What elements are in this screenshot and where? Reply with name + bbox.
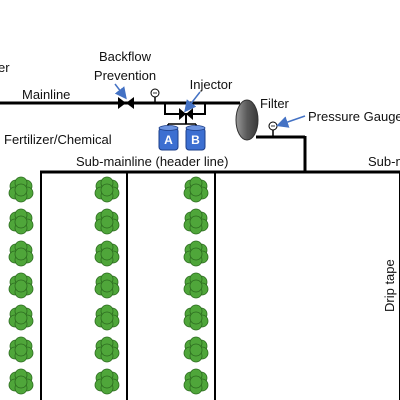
- plant-icon: [8, 176, 34, 203]
- plant-icon: [183, 208, 209, 235]
- backflow-label-line1: Backflow: [99, 49, 152, 64]
- plant-icon: [94, 336, 120, 363]
- sub-mainline-label: Sub-mainline (header line): [76, 154, 228, 169]
- pressure-gauge-icon: [268, 121, 278, 137]
- injector-label: Injector: [190, 77, 233, 92]
- plant-icon: [94, 208, 120, 235]
- plant-icon: [94, 304, 120, 331]
- plant-icon: [183, 304, 209, 331]
- plant-icon: [94, 272, 120, 299]
- injector-loop: [164, 103, 206, 128]
- drip-tape-label: Drip tape: [382, 259, 397, 312]
- pressure-gauge-arrow: [276, 115, 306, 128]
- injector-arrow: [184, 91, 201, 113]
- plant-icon: [94, 176, 120, 203]
- filter-label: Filter: [260, 96, 290, 111]
- plants-group: [8, 176, 209, 395]
- plant-icon: [183, 368, 209, 395]
- plant-icon: [8, 336, 34, 363]
- backflow-valve-icon: [118, 97, 134, 109]
- plant-icon: [183, 176, 209, 203]
- tank-b-label: B: [191, 133, 200, 147]
- tank-b: B: [185, 125, 206, 151]
- water-source-label: er: [0, 60, 10, 75]
- plant-icon: [183, 240, 209, 267]
- plant-icon: [183, 336, 209, 363]
- mainline-gauge-icon: [150, 88, 160, 103]
- sub-mainline-partial-label: Sub-m: [368, 154, 400, 169]
- fertilizer-label: Fertilizer/Chemical: [4, 132, 112, 147]
- filter-icon: [235, 99, 259, 141]
- tank-a-label: A: [164, 133, 173, 147]
- plant-icon: [94, 368, 120, 395]
- tank-a: A: [158, 125, 179, 151]
- plant-icon: [8, 304, 34, 331]
- pressure-gauge-label: Pressure Gauge: [308, 109, 400, 124]
- plant-icon: [8, 272, 34, 299]
- backflow-arrow: [114, 83, 127, 100]
- plant-icon: [8, 240, 34, 267]
- plant-icon: [8, 208, 34, 235]
- plant-icon: [183, 272, 209, 299]
- mainline-label: Mainline: [22, 87, 70, 102]
- plant-icon: [94, 240, 120, 267]
- backflow-label-line2: Prevention: [94, 68, 156, 83]
- plant-icon: [8, 368, 34, 395]
